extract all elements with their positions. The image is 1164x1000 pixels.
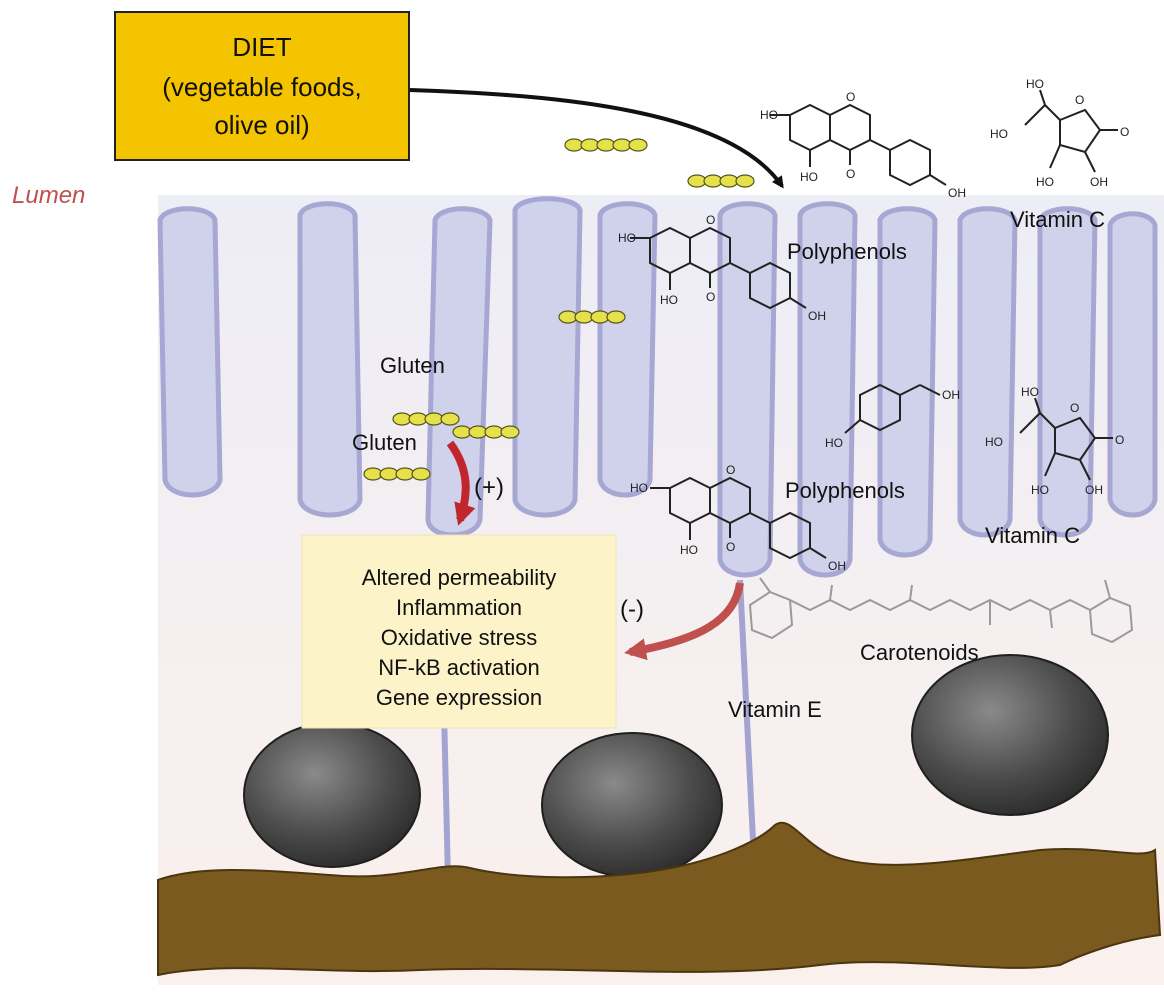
vitamin-e-label: Vitamin E — [728, 697, 822, 722]
svg-text:HO: HO — [1026, 77, 1044, 91]
svg-text:O: O — [846, 167, 855, 181]
carotenoid-structure — [748, 577, 1134, 644]
effect-item: Oxidative stress — [381, 625, 538, 650]
polyphenols-label-top: Polyphenols — [787, 239, 907, 264]
diet-line2: (vegetable foods, — [162, 72, 361, 102]
svg-text:OH: OH — [1085, 483, 1103, 497]
gluten-chains — [363, 138, 755, 481]
svg-text:O: O — [726, 463, 735, 477]
carotenoids-label: Carotenoids — [860, 640, 979, 665]
effects-box — [301, 534, 617, 729]
effect-item: Altered permeability — [362, 565, 556, 590]
effect-item: NF-kB activation — [378, 655, 539, 680]
svg-text:HO: HO — [985, 435, 1003, 449]
gluten-chain-4 — [392, 412, 460, 426]
isoflavone-structure-top: HO HO O O OH — [760, 90, 966, 200]
svg-text:O: O — [706, 213, 715, 227]
effect-item: Gene expression — [376, 685, 542, 710]
gluten-chain-3 — [558, 310, 626, 324]
gluten-chain-6 — [363, 467, 431, 481]
diet-line3: olive oil) — [214, 110, 309, 140]
diet-line1: DIET — [232, 32, 291, 62]
tyrosol-structure: HO OH — [825, 383, 960, 450]
svg-text:HO: HO — [680, 543, 698, 557]
nucleus-middle — [541, 732, 723, 878]
svg-text:HO: HO — [800, 170, 818, 184]
svg-text:OH: OH — [808, 309, 826, 323]
svg-text:HO: HO — [1031, 483, 1049, 497]
svg-text:HO: HO — [630, 481, 648, 495]
svg-text:O: O — [1075, 93, 1084, 107]
nucleus-left — [243, 722, 421, 868]
svg-text:HO: HO — [618, 231, 636, 245]
svg-text:O: O — [726, 540, 735, 554]
gluten-chain-1 — [564, 138, 648, 152]
vitamin-c-label-mid: Vitamin C — [985, 523, 1080, 548]
gluten-chain-5 — [452, 425, 520, 439]
diet-box — [114, 11, 410, 161]
svg-text:OH: OH — [828, 559, 846, 573]
nucleus-right — [911, 654, 1109, 816]
positive-sign: (+) — [474, 474, 504, 501]
svg-text:O: O — [706, 290, 715, 304]
diet-arrow — [409, 88, 784, 189]
svg-text:HO: HO — [990, 127, 1008, 141]
effects-list: Altered permeabilityInflammationOxidativ… — [362, 565, 556, 710]
svg-text:OH: OH — [942, 388, 960, 402]
vitamin-c-structure-top: HO HO O O HO OH — [990, 77, 1129, 189]
isoflavone-structure-lower: HO HO O O OH — [630, 463, 846, 573]
svg-text:O: O — [1070, 401, 1079, 415]
gluten-chain-2 — [687, 174, 755, 188]
svg-text:HO: HO — [660, 293, 678, 307]
negative-sign: (-) — [620, 596, 644, 623]
svg-text:OH: OH — [948, 186, 966, 200]
vitamin-c-label-top: Vitamin C — [1010, 207, 1105, 232]
svg-text:HO: HO — [1036, 175, 1054, 189]
villi-group — [157, 196, 1158, 578]
svg-text:O: O — [1115, 433, 1124, 447]
isoflavone-structure-upper: HO HO O O OH — [618, 213, 826, 323]
polyphenols-label-mid: Polyphenols — [785, 478, 905, 503]
svg-text:OH: OH — [1090, 175, 1108, 189]
gluten-label-mid: Gluten — [352, 430, 417, 455]
gluten-effect-arrow — [446, 440, 476, 526]
lumen-label: Lumen — [12, 182, 85, 209]
svg-text:HO: HO — [825, 436, 843, 450]
gluten-label-top: Gluten — [380, 353, 445, 378]
svg-text:HO: HO — [760, 108, 778, 122]
basement-membrane — [157, 821, 1162, 977]
effect-item: Inflammation — [396, 595, 522, 620]
svg-text:O: O — [1120, 125, 1129, 139]
antioxidant-arrow — [624, 582, 744, 661]
svg-text:HO: HO — [1021, 385, 1039, 399]
vitamin-c-structure-mid: HO HO O O HO OH — [985, 385, 1124, 497]
svg-text:O: O — [846, 90, 855, 104]
